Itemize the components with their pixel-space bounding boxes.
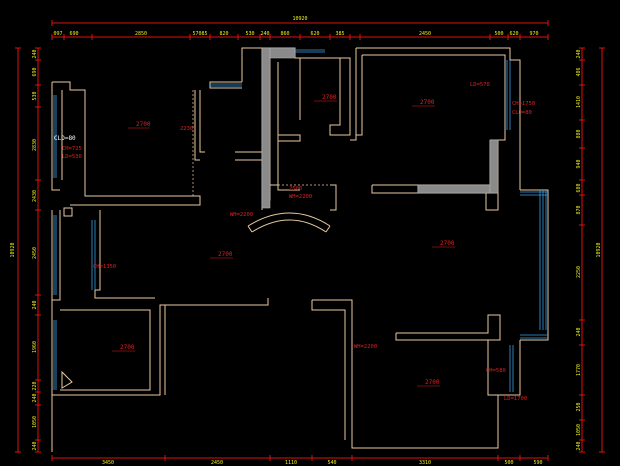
top-dim: 385 — [335, 31, 344, 37]
room-labels: 2700 2700 2700 2700 2700 2700 2700 — [112, 94, 455, 387]
room-label: 2700 — [420, 99, 435, 106]
room-label: 2700 — [136, 121, 151, 128]
ch-right-note: CH=1750 — [512, 101, 535, 107]
top-dim: 820 — [219, 31, 228, 37]
left-dim: 1050 — [32, 416, 38, 428]
right-dim: 1410 — [576, 96, 582, 108]
top-dim: 57085 — [192, 31, 207, 37]
right-dim: 2250 — [576, 266, 582, 278]
right-dim: 240 — [576, 49, 582, 58]
left-dim: 2430 — [32, 190, 38, 202]
room-label: 2700 — [440, 240, 455, 247]
room-label: 2700 — [425, 379, 440, 386]
top-dim: 2850 — [135, 31, 147, 37]
ch-left-window-note: CH=1350 — [93, 264, 116, 270]
top-dim: 240 — [260, 31, 269, 37]
cld-left-note: CLD=80 — [54, 135, 76, 142]
bottom-dim: 3450 — [102, 460, 114, 466]
wh-2500-note: 2500 — [289, 186, 302, 192]
right-dim: 240 — [576, 441, 582, 450]
left-dim: 240 — [32, 300, 38, 309]
walls — [51, 47, 549, 452]
right-dim: 250 — [576, 402, 582, 411]
annotations: CLD=80 CH=725 LD=530 2230 LD=570 CH=1750… — [54, 82, 535, 402]
left-dim: 240 — [32, 49, 38, 58]
top-total-dim: 10920 — [292, 16, 307, 22]
ch-br-note: CH=580 — [486, 368, 506, 374]
right-dim: 486 — [576, 67, 582, 76]
top-dim: 620 — [509, 31, 518, 37]
dashed-openings — [192, 90, 330, 196]
bottom-dim: 2450 — [211, 460, 223, 466]
doors — [61, 207, 331, 389]
top-dim: 690 — [69, 31, 78, 37]
bottom-dim: 540 — [327, 460, 336, 466]
top-dimension-chain: 10920 097 690 2850 57085 820 530 240 860… — [51, 16, 549, 40]
left-dim: 2830 — [32, 139, 38, 151]
left-dim: 240 — [32, 393, 38, 402]
room-label: 2700 — [120, 344, 135, 351]
right-dim: 240 — [576, 327, 582, 336]
cld-right-note: CLD=80 — [512, 110, 532, 116]
wh-2200-upper-note: WH=2200 — [289, 194, 312, 200]
left-total-dim: 10920 — [10, 242, 16, 257]
right-total-dim: 10920 — [596, 242, 602, 257]
ld-br-note: LD=1700 — [504, 396, 527, 402]
right-dim: 1770 — [576, 364, 582, 376]
ld-right-note: LD=570 — [470, 82, 490, 88]
left-dim: 530 — [32, 91, 38, 100]
right-dim: 940 — [576, 159, 582, 168]
right-dim: 1050 — [576, 424, 582, 436]
right-dim: 880 — [576, 129, 582, 138]
left-dim: 2450 — [32, 247, 38, 259]
structural-columns — [261, 47, 499, 209]
wh-2200-door-note: WH=2200 — [230, 212, 253, 218]
bottom-dimension-chain: 3450 2450 1110 540 3310 500 590 — [51, 455, 549, 466]
windows — [53, 49, 548, 392]
left-dim: 240 — [32, 441, 38, 450]
right-dim: 870 — [576, 205, 582, 214]
room-label: 2700 — [218, 251, 233, 258]
top-dim: 2450 — [419, 31, 431, 37]
right-dim: 680 — [576, 183, 582, 192]
top-dim: 500 — [494, 31, 503, 37]
top-dim: 620 — [310, 31, 319, 37]
bottom-dim: 3310 — [419, 460, 431, 466]
bottom-dim: 1110 — [285, 460, 297, 466]
ld-left-note: LD=530 — [62, 154, 82, 160]
room-label: 2700 — [322, 94, 337, 101]
right-dimension-chain: 10920 240 486 1410 880 940 680 870 2250 … — [576, 47, 605, 453]
left-dimension-chain: 10920 240 690 530 2830 2430 2450 240 196… — [10, 47, 41, 453]
wh-mid-note: WH=2200 — [354, 344, 377, 350]
top-dim: 970 — [529, 31, 538, 37]
left-dim: 1960 — [32, 341, 38, 353]
left-dim: 220 — [32, 381, 38, 390]
v-2230-note: 2230 — [180, 126, 193, 132]
top-dim: 097 — [53, 31, 62, 37]
left-dim: 690 — [32, 67, 38, 76]
bottom-dim: 500 — [504, 460, 513, 466]
ch-left-note: CH=725 — [62, 146, 82, 152]
top-dim: 530 — [245, 31, 254, 37]
top-dim: 860 — [280, 31, 289, 37]
bottom-dim: 590 — [533, 460, 542, 466]
